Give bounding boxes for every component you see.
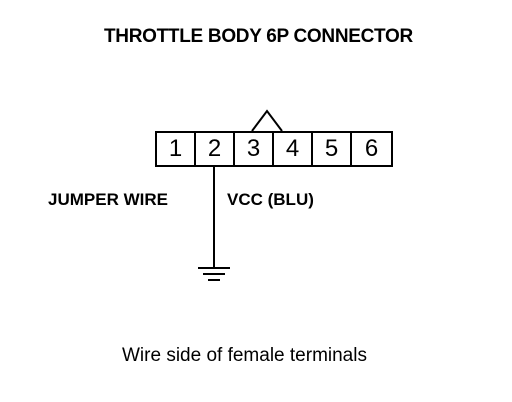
connector-pin-3: 3 — [235, 133, 274, 165]
connector-pin-1: 1 — [157, 133, 196, 165]
vcc-label: VCC (BLU) — [227, 190, 314, 209]
locking-tab — [251, 109, 283, 132]
connector-pin-5: 5 — [313, 133, 352, 165]
connector-6p: 1 2 3 4 5 6 — [155, 131, 393, 167]
jumper-wire-label: JUMPER WIRE — [48, 190, 168, 209]
diagram-caption: Wire side of female terminals — [122, 345, 367, 366]
connector-pin-4: 4 — [274, 133, 313, 165]
connector-pin-2: 2 — [196, 133, 235, 165]
ground-symbol-icon — [198, 267, 230, 281]
diagram-title: THROTTLE BODY 6P CONNECTOR — [104, 26, 413, 47]
connector-pin-6: 6 — [364, 135, 379, 162]
